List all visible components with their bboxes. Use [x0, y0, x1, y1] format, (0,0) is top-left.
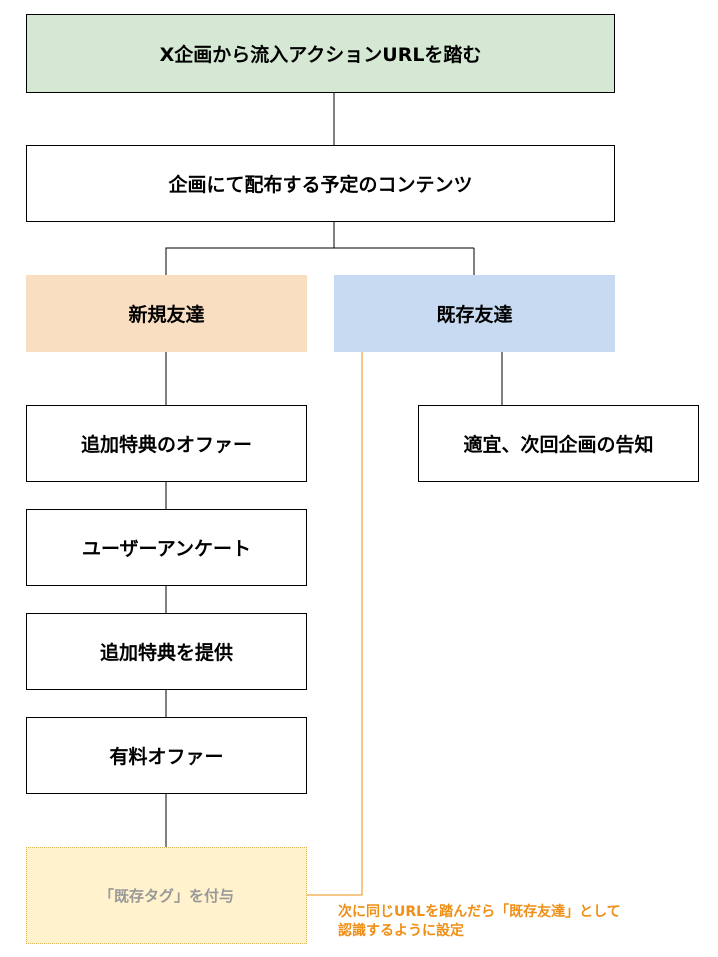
announce-label: 適宜、次回企画の告知	[463, 434, 654, 456]
provide-bonus-label: 追加特典を提供	[99, 642, 233, 664]
survey-node: ユーザーアンケート	[26, 509, 307, 586]
content-node: 企画にて配布する予定のコンテンツ	[26, 145, 615, 222]
survey-label: ユーザーアンケート	[81, 538, 252, 560]
start-node-label: X企画から流入アクションURLを踏む	[159, 44, 482, 66]
existing-friends-node: 既存友達	[334, 275, 615, 352]
edge-content-branch	[165, 222, 335, 275]
annotation-text: 次に同じURLを踏んだら「既存友達」として 認識するように設定	[338, 903, 698, 941]
edge-tag-existing-orange	[306, 352, 363, 896]
annotation-line-1: 次に同じURLを踏んだら「既存友達」として	[338, 904, 621, 920]
annotation-line-2: 認識するように設定	[338, 923, 464, 939]
tag-node: 「既存タグ」を付与	[26, 847, 307, 944]
bonus-offer-label: 追加特典のオファー	[80, 434, 252, 456]
paid-offer-label: 有料オファー	[109, 746, 224, 768]
content-node-label: 企画にて配布する予定のコンテンツ	[168, 174, 473, 196]
start-node: X企画から流入アクションURLを踏む	[26, 14, 615, 93]
bonus-offer-node: 追加特典のオファー	[26, 405, 307, 482]
existing-friends-label: 既存友達	[436, 304, 513, 326]
tag-label: 「既存タグ」を付与	[98, 887, 234, 905]
new-friends-label: 新規友達	[128, 304, 205, 326]
paid-offer-node: 有料オファー	[26, 717, 307, 794]
provide-bonus-node: 追加特典を提供	[26, 613, 307, 690]
new-friends-node: 新規友達	[26, 275, 307, 352]
announce-node: 適宜、次回企画の告知	[418, 405, 699, 482]
